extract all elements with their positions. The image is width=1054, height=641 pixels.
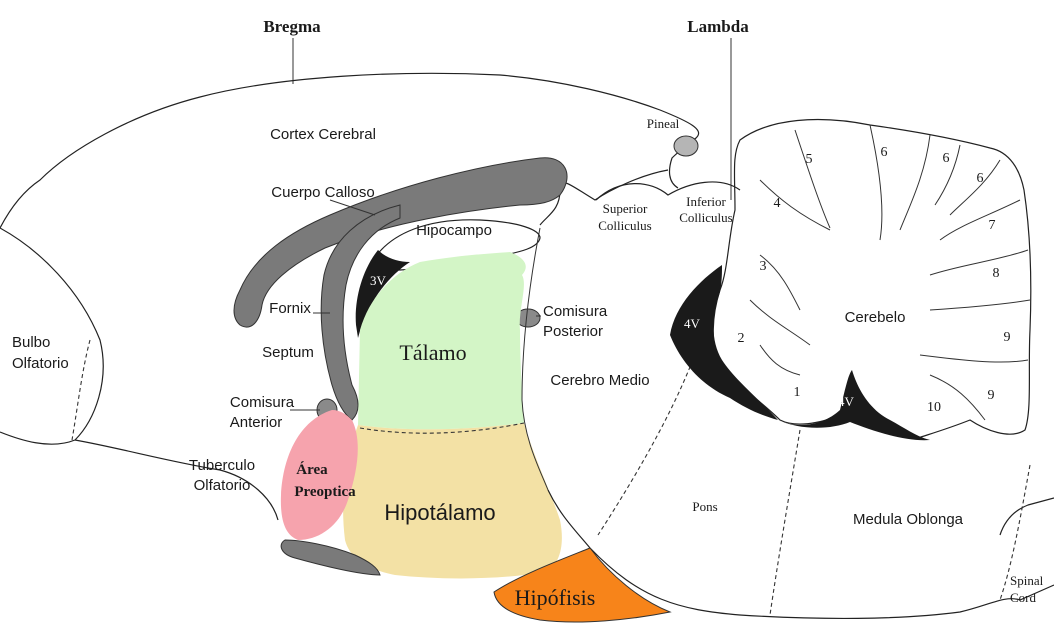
- cerebellum-folia: [750, 125, 1030, 420]
- anterior-commissure-label-2: Anterior: [230, 414, 283, 431]
- fourth-ventricle-shape: [670, 265, 778, 420]
- lobule-number: 7: [989, 218, 996, 233]
- pons-medulla-boundary: [770, 430, 800, 615]
- cortex-label: Cortex Cerebral: [270, 126, 376, 143]
- hippocampus-label: Hipocampo: [416, 222, 492, 239]
- brain-outline: [0, 73, 699, 228]
- pineal-label: Pineal: [647, 116, 680, 131]
- lobule-number: 9: [988, 388, 995, 403]
- superior-colliculus-label-1: Superior: [603, 201, 648, 216]
- lobule-number: 4: [774, 196, 781, 211]
- fourth-ventricle-lower-label: 4V: [838, 394, 855, 409]
- olfactory-bulb-label-1: Bulbo: [12, 334, 50, 351]
- pituitary-label: Hipófisis: [515, 585, 596, 610]
- lobule-number: 6: [977, 171, 984, 186]
- olfactory-bulb-label-2: Olfatorio: [12, 355, 69, 372]
- inferior-colliculus-label-2: Colliculus: [679, 210, 732, 225]
- lobule-number: 3: [760, 259, 767, 274]
- midbrain-pons-boundary: [598, 340, 700, 535]
- anterior-commissure-label-1: Comisura: [230, 394, 295, 411]
- preoptic-label-2: Preoptica: [294, 484, 356, 500]
- bregma-label: Bregma: [263, 17, 321, 36]
- medulla-label: Medula Oblonga: [853, 511, 964, 528]
- olfactory-tubercle-label-2: Olfatorio: [194, 477, 251, 494]
- midbrain-label: Cerebro Medio: [550, 372, 649, 389]
- fourth-ventricle-lower-shape: [778, 370, 930, 440]
- lobule-number: 6: [881, 145, 888, 160]
- fourth-ventricle-label: 4V: [684, 316, 701, 331]
- lobule-number: 1: [794, 385, 801, 400]
- spinal-cord-label-2: Cord: [1010, 590, 1037, 605]
- posterior-commissure-label-2: Posterior: [543, 323, 603, 340]
- pons-label: Pons: [692, 499, 717, 514]
- third-ventricle-label: 3V: [370, 273, 387, 288]
- cerebellum-outline: [713, 120, 1031, 438]
- thalamus-label: Tálamo: [399, 340, 466, 365]
- preoptic-label-1: Área: [296, 461, 328, 478]
- posterior-commissure-label-1: Comisura: [543, 303, 608, 320]
- lobule-number: 5: [806, 152, 813, 167]
- pineal-shape: [674, 136, 698, 156]
- olfactory-tubercle-label-1: Tuberculo: [189, 457, 255, 474]
- lobule-number: 2: [738, 331, 745, 346]
- septum-label: Septum: [262, 344, 314, 361]
- inferior-colliculus-label-1: Inferior: [686, 194, 726, 209]
- spinal-top: [1000, 498, 1054, 535]
- spinal-cord-label-1: Spinal: [1010, 573, 1044, 588]
- lobule-number: 10: [927, 400, 941, 415]
- lobule-number: 9: [1004, 330, 1011, 345]
- superior-colliculus-label-2: Colliculus: [598, 218, 651, 233]
- hypothalamus-label: Hipotálamo: [384, 500, 495, 525]
- lobule-number: 6: [943, 151, 950, 166]
- corpus-callosum-label: Cuerpo Calloso: [271, 184, 374, 201]
- fornix-label: Fornix: [269, 300, 311, 317]
- cerebellum-label: Cerebelo: [845, 309, 906, 326]
- lobule-number: 8: [993, 266, 1000, 281]
- lambda-label: Lambda: [687, 17, 749, 36]
